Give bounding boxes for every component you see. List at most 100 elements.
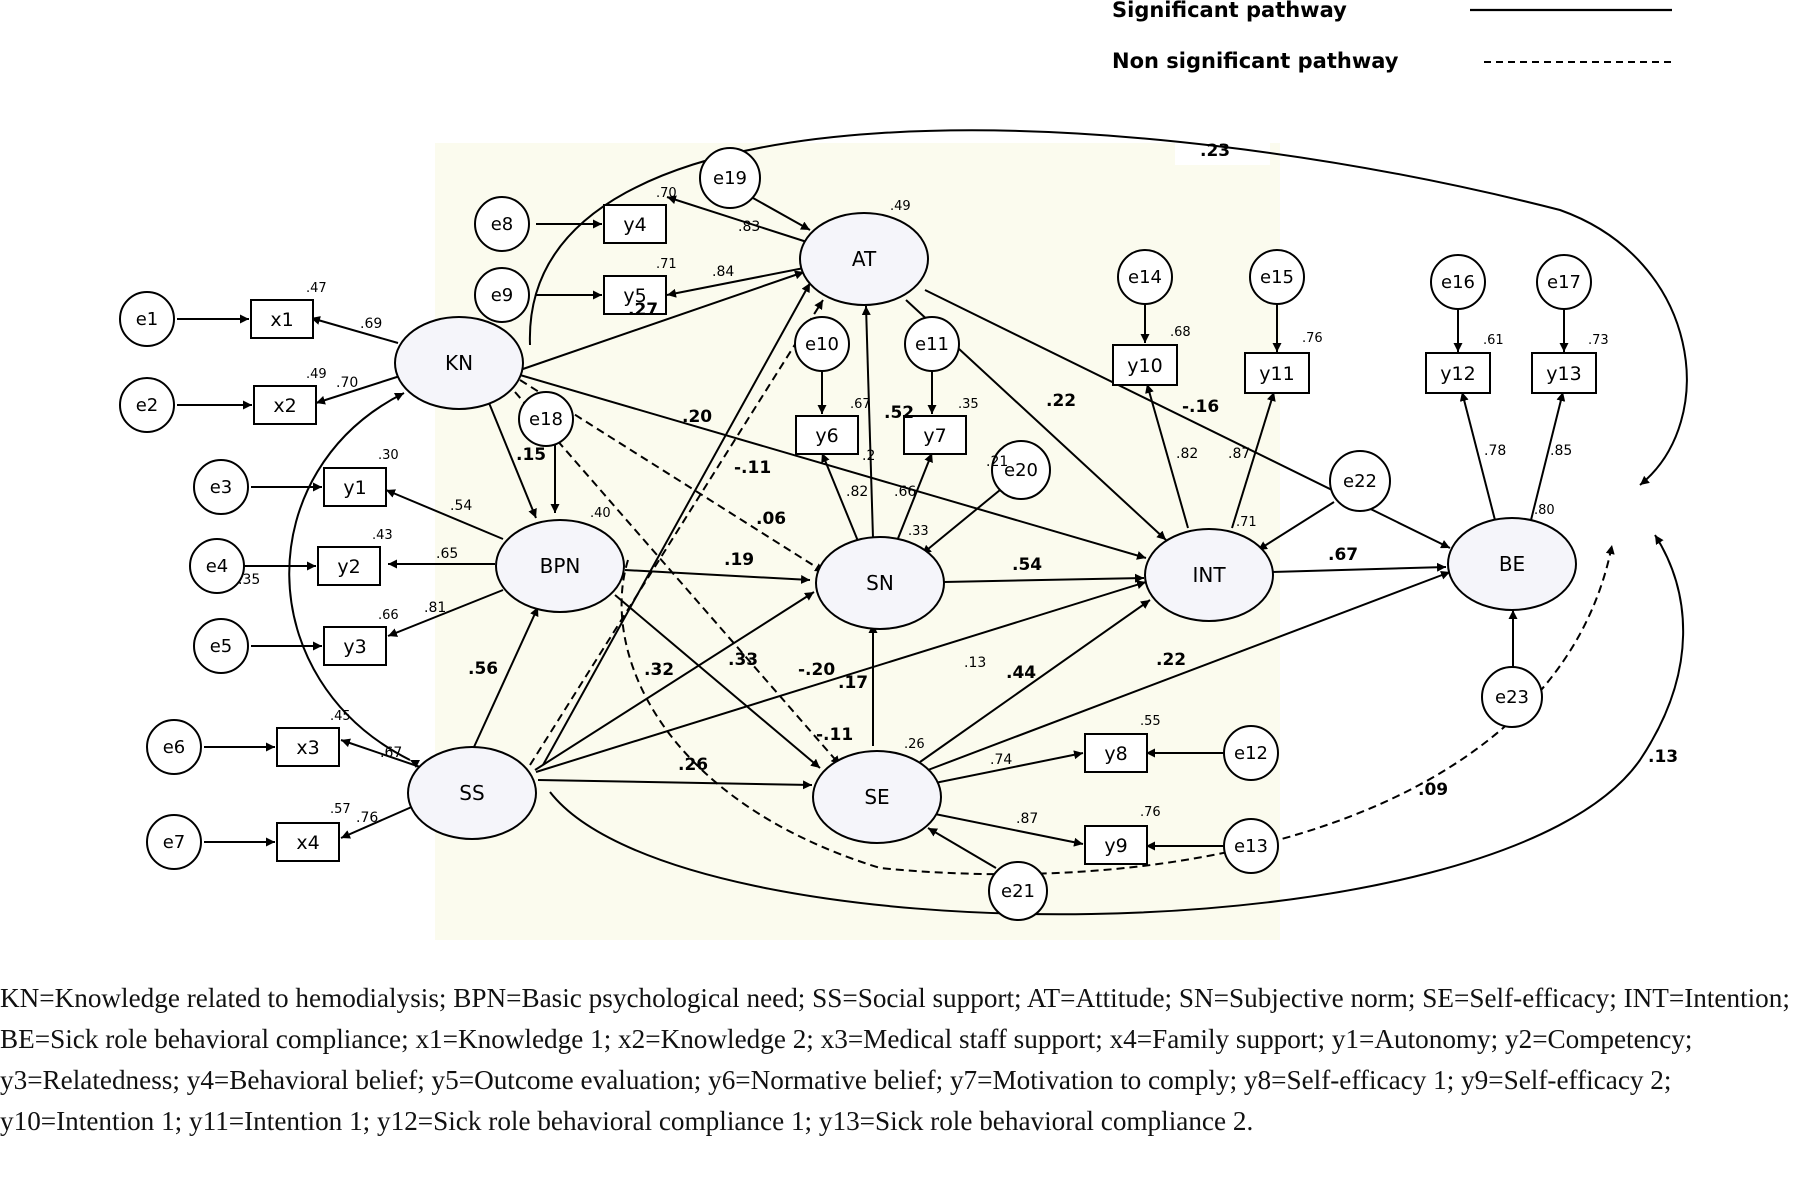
path-label-sn-int: .54	[1012, 555, 1042, 575]
error-e8-label: e8	[491, 214, 514, 235]
observed-y9-label: y9	[1104, 835, 1127, 857]
path-se-be	[927, 570, 1451, 771]
path-label-int-be: .67	[1328, 545, 1358, 565]
loading-bpn-y3	[387, 589, 504, 637]
r2-x2: .49	[306, 367, 327, 382]
latent-at: AT	[799, 212, 929, 306]
observed-x4-box	[276, 822, 340, 862]
observed-y7-label: y7	[923, 425, 946, 447]
path-label-kn-ss-cov: .35	[238, 572, 260, 588]
observed-y13: y13	[1531, 352, 1597, 394]
error-e7-circle	[146, 814, 202, 870]
loading-label-x1: .69	[360, 316, 382, 332]
error-e12-circle	[1223, 725, 1279, 781]
observed-y6-box	[795, 415, 859, 455]
r2-y10: .68	[1170, 325, 1191, 340]
error-e14: e14	[1117, 249, 1173, 305]
latent-at-label: AT	[852, 247, 877, 271]
latent-kn-label: KN	[445, 351, 473, 375]
latent-se-shape	[812, 750, 942, 844]
observed-y1: y1	[323, 467, 387, 507]
observed-x4-label: x4	[296, 832, 319, 854]
error-e16-circle	[1430, 254, 1486, 310]
r2-int: .71	[1236, 515, 1257, 530]
error-e4-circle	[189, 538, 245, 594]
loading-label-y12: .78	[1484, 443, 1506, 459]
loading-sn-y7	[894, 452, 933, 547]
path-bpn-sn	[624, 569, 811, 585]
path-bpn-at	[542, 282, 811, 766]
loading-se-y9	[924, 811, 1084, 847]
path-ss-sn	[534, 591, 815, 771]
latent-be-label: BE	[1499, 552, 1525, 576]
observed-y1-box	[323, 467, 387, 507]
error-arrow-e21	[927, 827, 997, 869]
observed-y13-box	[1531, 352, 1597, 394]
loading-be-y12	[1459, 391, 1497, 525]
error-e18: e18	[518, 391, 574, 447]
error-e5-circle	[193, 618, 249, 674]
error-e23-circle	[1481, 666, 1543, 728]
loading-label-y6: .82	[846, 484, 868, 500]
path-int-be	[1271, 562, 1447, 573]
r2-x3: .45	[330, 709, 351, 724]
path-kn-bpn	[486, 397, 537, 519]
path-ss-se	[537, 779, 813, 790]
r2-y3: .66	[378, 608, 399, 623]
r2-y9: .76	[1140, 805, 1161, 820]
r-squared-labels: .47 .49 .30 .43 .66 .45 .57 .70 .71 .67 …	[306, 186, 1609, 820]
legend-significant-label: Significant pathway	[1112, 0, 1347, 22]
error-e9: e9	[474, 267, 530, 323]
path-label-fragment-2: .21	[986, 454, 1008, 470]
loading-ss-x4	[340, 801, 424, 839]
observed-x2: x2	[253, 385, 317, 425]
error-e2-label: e2	[136, 395, 159, 416]
error-e19-circle	[699, 147, 761, 209]
error-e22-label: e22	[1343, 471, 1377, 492]
path-labels: .27 .15 .20 .06 -.11 .23 .19 .33 .32 .56…	[238, 141, 1678, 800]
error-e20-circle	[991, 440, 1051, 500]
observed-y4-label: y4	[623, 214, 646, 236]
error-e11: e11	[904, 316, 960, 372]
observed-y1-label: y1	[343, 477, 366, 499]
error-e12-label: e12	[1234, 743, 1268, 764]
error-e12: e12	[1223, 725, 1279, 781]
error-e7-label: e7	[163, 832, 186, 853]
latent-bpn: BPN	[495, 519, 625, 613]
error-e6-label: e6	[163, 737, 186, 758]
r2-se: .26	[904, 737, 925, 752]
observed-y11-label: y11	[1259, 363, 1294, 385]
path-label-se-int: .44	[1006, 663, 1036, 683]
error-e19: e19	[699, 147, 761, 209]
latent-ss-label: SS	[459, 781, 484, 805]
error-e13-label: e13	[1234, 836, 1268, 857]
latent-se: SE	[812, 750, 942, 844]
observed-y9: y9	[1084, 825, 1148, 865]
loading-sn-y6	[821, 452, 861, 547]
r2-y7: .35	[958, 397, 979, 412]
path-kn-se	[514, 391, 841, 766]
error-e21-label: e21	[1001, 881, 1035, 902]
observed-y6-label: y6	[815, 425, 838, 447]
loading-int-y10	[1145, 383, 1189, 529]
observed-y9-box	[1084, 825, 1148, 865]
path-label-bpn-at: .32	[644, 660, 674, 680]
error-e14-label: e14	[1128, 267, 1162, 288]
loading-label-y7: .66	[894, 484, 916, 500]
error-e9-label: e9	[491, 285, 514, 306]
observed-y10-label: y10	[1127, 355, 1162, 377]
path-kn-ss-cov	[288, 392, 421, 769]
r2-x4: .57	[330, 802, 351, 817]
latent-kn-shape	[394, 316, 524, 410]
path-label-at-sn: .52	[884, 403, 914, 423]
path-label-kn-at: .27	[628, 300, 658, 320]
observed-x2-label: x2	[273, 395, 296, 417]
r2-be: .80	[1534, 503, 1555, 518]
error-e3-circle	[193, 459, 249, 515]
path-label-ss-at: -.11	[816, 725, 853, 745]
error-e3-label: e3	[210, 477, 233, 498]
loading-int-y11	[1231, 391, 1276, 529]
path-label-kn-be: .23	[1200, 141, 1230, 161]
path-bpn-se	[614, 594, 821, 769]
observed-x2-box	[253, 385, 317, 425]
